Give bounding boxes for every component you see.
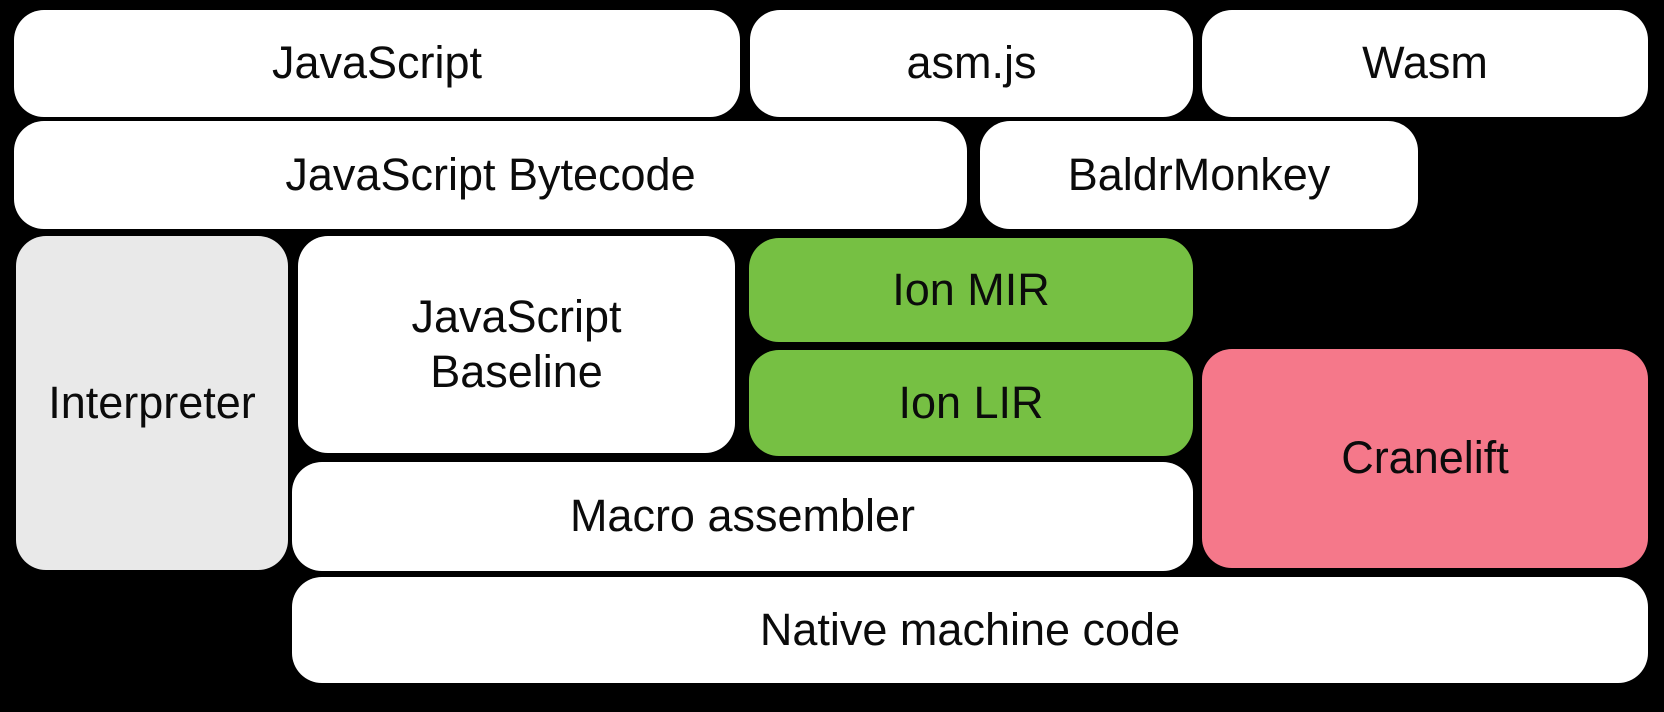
box-javascript-label: JavaScript [271, 37, 483, 89]
box-macro-assembler: Macro assembler [292, 462, 1193, 571]
box-javascript: JavaScript [14, 10, 740, 117]
box-ion-mir: Ion MIR [749, 238, 1193, 342]
box-asm-js-label: asm.js [906, 37, 1037, 89]
box-ion-mir-label: Ion MIR [892, 263, 1050, 315]
box-baldrmonkey-label: BaldrMonkey [1067, 148, 1331, 200]
box-wasm: Wasm [1202, 10, 1648, 117]
box-javascript-bytecode-label: JavaScript Bytecode [285, 148, 696, 200]
box-javascript-baseline: JavaScript Baseline [298, 236, 735, 453]
box-native-machine-code-label: Native machine code [759, 603, 1181, 655]
box-native-machine-code: Native machine code [292, 577, 1648, 683]
box-javascript-baseline-label: JavaScript Baseline [411, 290, 622, 397]
box-cranelift-label: Cranelift [1341, 432, 1509, 484]
box-interpreter: Interpreter [16, 236, 288, 570]
box-baldrmonkey: BaldrMonkey [980, 121, 1418, 229]
box-interpreter-label: Interpreter [48, 376, 256, 428]
box-javascript-bytecode: JavaScript Bytecode [14, 121, 967, 229]
box-ion-lir-label: Ion LIR [898, 376, 1044, 428]
box-cranelift: Cranelift [1202, 349, 1648, 568]
box-asm-js: asm.js [750, 10, 1193, 117]
box-ion-lir: Ion LIR [749, 350, 1193, 456]
box-wasm-label: Wasm [1362, 37, 1488, 89]
box-macro-assembler-label: Macro assembler [569, 490, 916, 542]
